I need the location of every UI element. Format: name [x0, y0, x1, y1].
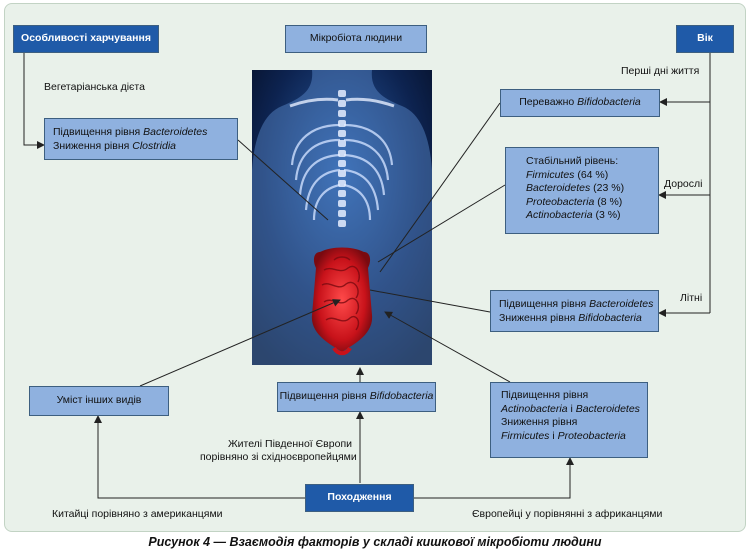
diet-features-box: Особливості харчування [13, 25, 159, 53]
elderly-label: Літні [680, 292, 703, 304]
vegetarian-label: Вегетаріанська дієта [44, 81, 145, 93]
microbiota-label: Мікробіота людини [309, 32, 403, 45]
age-box: Вік [676, 25, 734, 53]
europe-line-3: Зниження рівня [501, 416, 578, 428]
age-label: Вік [697, 32, 713, 45]
human-body-illustration [252, 70, 432, 365]
other-species-box: Уміст інших видів [29, 386, 169, 416]
adults-label: Дорослі [664, 178, 703, 190]
infant-box: Переважно Bifidobacteria [500, 89, 660, 117]
infant-label: Переважно Bifidobacteria [519, 96, 641, 109]
china-vs-america-label: Китайці порівняно з американцями [52, 508, 223, 520]
origin-label: Походження [327, 491, 392, 504]
europe-line-1: Підвищення рівня [501, 389, 589, 401]
line-diet-to-gut [237, 139, 329, 221]
arrow-europe-to-gut [384, 311, 511, 383]
arrow-origin-to-other [94, 415, 305, 499]
elderly-line-2: Зниження рівня Bifidobacteria [499, 311, 642, 324]
line-elderly-to-gut [369, 289, 491, 313]
arrow-other-to-gut [139, 299, 341, 387]
arrow-diet-to-effect [23, 52, 45, 149]
europe-line-2: Actinobacteria і Bacteroidetes [501, 402, 640, 415]
figure-caption: Рисунок 4 — Взаємодія факторів у складі … [148, 535, 602, 549]
elderly-box: Підвищення рівня Bacteroidetes Зниження … [490, 290, 659, 332]
line-adult-to-gut [377, 184, 506, 263]
europe-vs-africa-label: Європейці у порівнянні з африканцями [472, 508, 663, 520]
first-days-label: Перші дні життя [621, 65, 700, 77]
south-europe-box: Підвищення рівня Bifidobacteria [277, 382, 436, 412]
diet-effect-box: Підвищення рівня Bacteroidetes Зниження … [44, 118, 238, 160]
adult-item: Firmicutes (64 %) [526, 168, 609, 181]
adult-item: Actinobacteria (3 %) [526, 209, 621, 221]
adult-title: Стабільний рівень: [526, 155, 619, 167]
south-europe-comparison-label: Жителі Південної Європи порівняно зі схі… [200, 438, 357, 463]
adult-item: Proteobacteria (8 %) [526, 195, 623, 208]
elderly-line-1: Підвищення рівня Bacteroidetes [499, 298, 654, 310]
adult-item: Bacteroidetes (23 %) [526, 182, 625, 194]
origin-box: Походження [305, 484, 414, 512]
arrow-origin-to-europe [414, 457, 574, 499]
europe-box: Підвищення рівня Actinobacteria і Bacter… [490, 382, 648, 458]
diet-features-label: Особливості харчування [21, 32, 151, 45]
microbiota-box: Мікробіота людини [285, 25, 427, 53]
europe-line-4: Firmicutes і Proteobacteria [501, 429, 626, 442]
diet-effect-line-1: Підвищення рівня Bacteroidetes [53, 126, 208, 138]
line-infant-to-gut [379, 102, 501, 273]
diet-effect-line-2: Зниження рівня Clostridia [53, 139, 176, 152]
adult-box: Стабільний рівень: Firmicutes (64 %) Bac… [505, 147, 659, 234]
other-species-label: Уміст інших видів [56, 394, 142, 407]
south-europe-label: Підвищення рівня Bifidobacteria [279, 390, 434, 403]
